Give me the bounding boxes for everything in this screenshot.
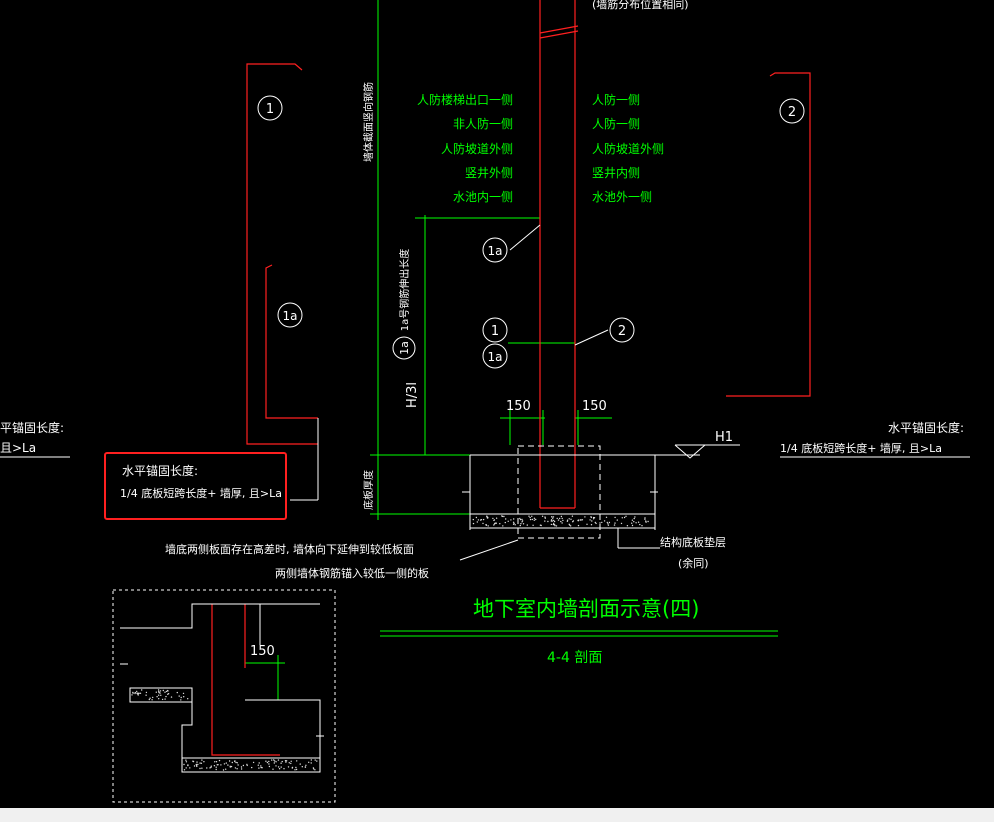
svg-text:1a: 1a [488, 244, 503, 258]
left-side-item: 水池内一侧 [453, 190, 513, 204]
right-anchor-1: 水平锚固长度: [888, 420, 964, 435]
svg-text:1a: 1a [398, 341, 411, 355]
note-drop-2: 两侧墙体钢筋锚入较低一侧的板 [275, 566, 429, 580]
highlight-box [104, 452, 287, 520]
svg-text:1a: 1a [488, 350, 503, 364]
right-side-item: 人防一侧 [592, 92, 640, 107]
left-side-item: 非人防一侧 [453, 116, 513, 131]
bubble-1a-vertical: 1a [392, 336, 416, 360]
h3-dimension: H/3l [405, 382, 420, 408]
svg-text:1: 1 [266, 102, 274, 117]
bed-label-2: (余同) [678, 556, 709, 570]
dim-150-detail: 150 [250, 644, 275, 659]
dim-150-left: 150 [506, 399, 531, 414]
svg-text:1: 1 [491, 324, 499, 339]
left-side-item: 人防坡道外侧 [441, 141, 513, 156]
left-side-item: 人防楼梯出口一侧 [417, 92, 513, 107]
right-side-item: 水池外一侧 [592, 190, 652, 204]
bed-label-1: 结构底板垫层 [660, 535, 726, 549]
status-strip [0, 808, 994, 822]
bar-1a-length: 1a号钢筋伸出长度 [398, 249, 411, 332]
bubble-1-wall: 1 [482, 317, 508, 343]
left-edge-anchor-2: 且>La [0, 441, 36, 455]
left-side-item: 竖井外侧 [465, 166, 513, 180]
right-side-item: 人防一侧 [592, 116, 640, 131]
right-side-item: 竖井内侧 [592, 166, 640, 180]
section-name: 4-4 剖面 [547, 650, 602, 666]
slab-hatching [129, 513, 656, 773]
left-side-list: 人防楼梯出口一侧 非人防一侧 人防坡道外侧 竖井外侧 水池内一侧 [417, 92, 513, 204]
right-side-list: 人防一侧 人防一侧 人防坡道外侧 竖井内侧 水池外一侧 [592, 92, 664, 204]
bubble-1a-wall-low: 1a [482, 343, 508, 369]
svg-text:1a: 1a [283, 309, 298, 323]
svg-text:2: 2 [788, 105, 796, 120]
left-anchor-box-2: 1/4 底板短跨长度+ 墙厚, 且>La [120, 486, 282, 500]
left-edge-anchor-1: 平锚固长度: [0, 420, 64, 435]
right-side-item: 人防坡道外侧 [592, 141, 664, 156]
bubble-1-left: 1 [257, 95, 283, 121]
tick-marks [120, 491, 658, 737]
slab-thickness-label: 底板厚度 [362, 470, 375, 510]
bubble-1a-left: 1a [277, 302, 303, 328]
note-drop-1: 墙底两侧板面存在高差时, 墙体向下延伸到较低板面 [165, 542, 414, 556]
drawing-title: 地下室内墙剖面示意(四) [473, 597, 699, 621]
svg-text:2: 2 [618, 324, 626, 339]
red-rebar-lines [211, 0, 811, 756]
top-note: (墙筋分布位置相同) [592, 0, 689, 11]
bubble-2-right: 2 [779, 98, 805, 124]
left-anchor-box-1: 水平锚固长度: [122, 463, 198, 478]
green-dimension-lines [245, 0, 778, 700]
bubble-2-wall: 2 [609, 317, 635, 343]
vertical-bar-note: 墙体截面竖向钢筋 [362, 82, 375, 162]
right-anchor-2: 1/4 底板短跨长度+ 墙厚, 且>La [780, 441, 942, 455]
dim-150-right: 150 [582, 399, 607, 414]
h1-mark: H1 [715, 430, 733, 445]
bubble-1a-wall: 1a [482, 237, 508, 263]
